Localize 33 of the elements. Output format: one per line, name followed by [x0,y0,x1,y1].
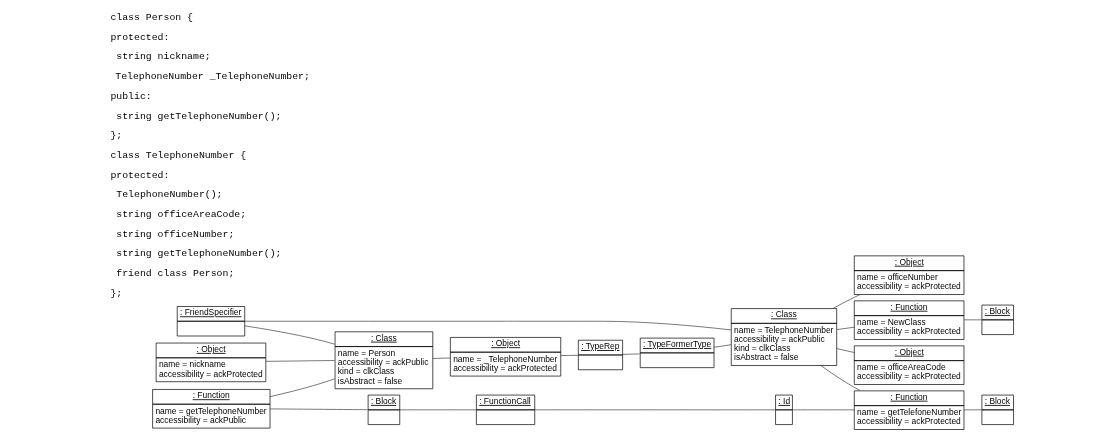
connector [819,364,860,391]
label: string nickname; [115,51,211,63]
connector [533,409,776,411]
connector [265,360,335,362]
label: protected: [109,169,169,181]
label: TelephoneNumber _TelephoneNumber; [114,71,310,83]
connector [835,348,855,353]
label: friend class Person; [115,268,234,280]
label: protected: [109,31,169,43]
connector [835,326,855,330]
connector [398,409,476,411]
connector [431,357,450,359]
connector [244,325,335,345]
label: string officeAreaCode; [115,208,246,220]
connector [269,408,368,411]
label: string getTelephoneNumber(); [115,248,281,260]
label: TelephoneNumber(); [115,189,222,201]
connector [621,353,640,355]
connector [963,409,982,411]
connector [244,320,731,331]
label: }; [109,287,122,299]
connector [713,344,731,348]
label: class TelephoneNumber { [109,149,246,161]
connector [832,293,861,309]
connector [559,354,578,356]
connector [268,378,335,398]
label: class Person { [109,12,193,24]
label: string officeNumber; [115,228,234,240]
label: public: [109,90,152,102]
connector [791,409,855,411]
label: }; [109,130,122,142]
label: string getTelephoneNumber(); [115,110,281,122]
connector [963,319,982,321]
